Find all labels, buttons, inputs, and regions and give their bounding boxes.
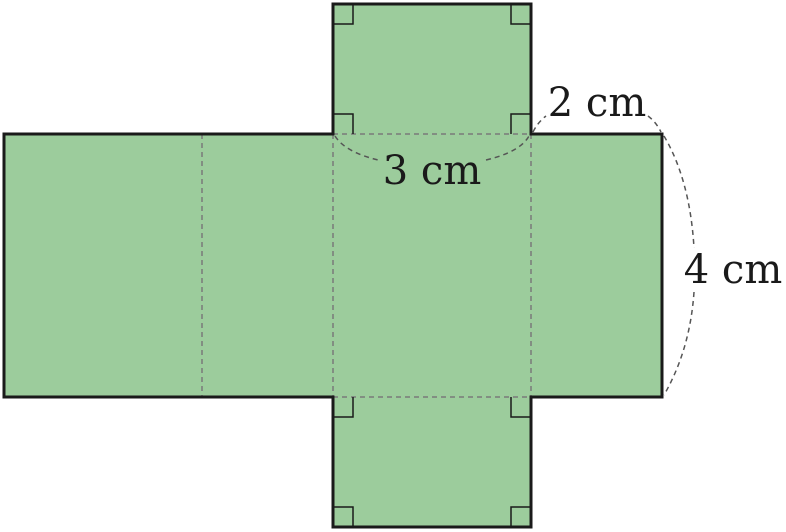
face-right-side (531, 134, 662, 397)
right-angle-marker (333, 397, 354, 418)
net-outline (2, 2, 664, 529)
face-front (333, 134, 531, 397)
width-dimension-arc (334, 135, 379, 161)
face-left-side (4, 134, 202, 397)
net-faces (4, 4, 662, 527)
height-dimension-arc (663, 291, 695, 396)
face-top (333, 4, 531, 134)
right-angle-marker (333, 113, 354, 134)
height-dimension-arc (663, 135, 695, 249)
right-angle-marker (510, 397, 531, 418)
right-angle-marker (333, 4, 354, 25)
face-bottom (333, 397, 531, 527)
width-dimension-arc (485, 135, 530, 161)
right-angle-marker (510, 113, 531, 134)
depth-dimension-arc (532, 115, 547, 133)
right-angle-marker (510, 4, 531, 25)
height-label: 4 cm (684, 247, 783, 293)
depth-dimension-arc (647, 115, 662, 133)
right-angle-marker (510, 506, 531, 527)
dimension-arcs (334, 115, 695, 396)
face-back (202, 134, 333, 397)
right-angle-marker (333, 506, 354, 527)
right-angle-markers (333, 4, 531, 527)
width-label: 3 cm (383, 148, 482, 194)
depth-label: 2 cm (548, 80, 647, 126)
fold-lines (201, 133, 532, 398)
